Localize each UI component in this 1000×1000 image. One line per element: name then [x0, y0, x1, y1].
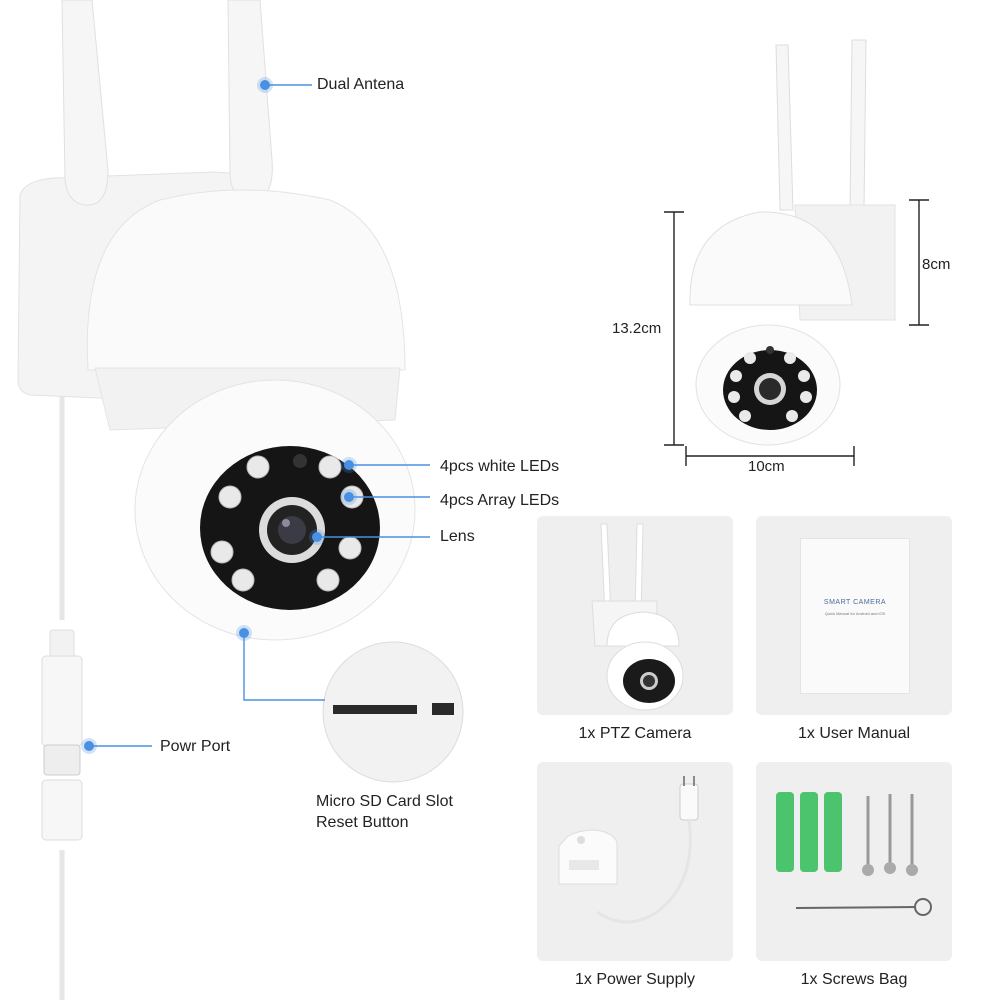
height-dimension-label: 13.2cm	[612, 320, 662, 337]
package-caption-power: 1x Power Supply	[574, 971, 696, 988]
power-supply-thumbnail	[558, 776, 699, 924]
screws-bag-thumbnail	[776, 792, 932, 916]
package-tile-power	[537, 762, 733, 961]
sd-slot-label: Micro SD Card Slot	[316, 793, 453, 810]
reset-button-label: Reset Button	[316, 814, 409, 831]
array-leds-callout-dot	[344, 492, 354, 502]
package-caption-screws: 1x Screws Bag	[800, 971, 908, 988]
package-tile-camera	[537, 516, 733, 715]
white-leds-callout-dot	[344, 460, 354, 470]
antenna-label: Dual Antena	[317, 76, 405, 93]
array-leds-label: 4pcs Array LEDs	[440, 492, 560, 509]
power-port-callout-dot	[84, 741, 94, 751]
manual-title: SMART CAMERA	[823, 599, 887, 606]
ptz-camera-thumbnail	[591, 523, 684, 711]
lens-callout-dot	[312, 532, 322, 542]
package-tile-manual: SMART CAMERA Quick Manual for Android an…	[756, 516, 952, 715]
lens-label: Lens	[440, 528, 475, 545]
white-leds-label: 4pcs white LEDs	[440, 458, 560, 475]
sd-callout-dot	[239, 628, 249, 638]
manual-subtitle: Quick Manual for Android and iOS	[824, 611, 886, 616]
antenna-callout-dot	[260, 80, 270, 90]
power-port-label: Powr Port	[160, 738, 231, 755]
package-caption-manual: 1x User Manual	[797, 725, 911, 742]
package-tile-screws	[756, 762, 952, 961]
width-dimension-label: 10cm	[748, 458, 785, 475]
head-dimension-label: 8cm	[922, 256, 951, 273]
user-manual-booklet: SMART CAMERA Quick Manual for Android an…	[800, 538, 910, 694]
package-caption-camera: 1x PTZ Camera	[578, 725, 692, 742]
